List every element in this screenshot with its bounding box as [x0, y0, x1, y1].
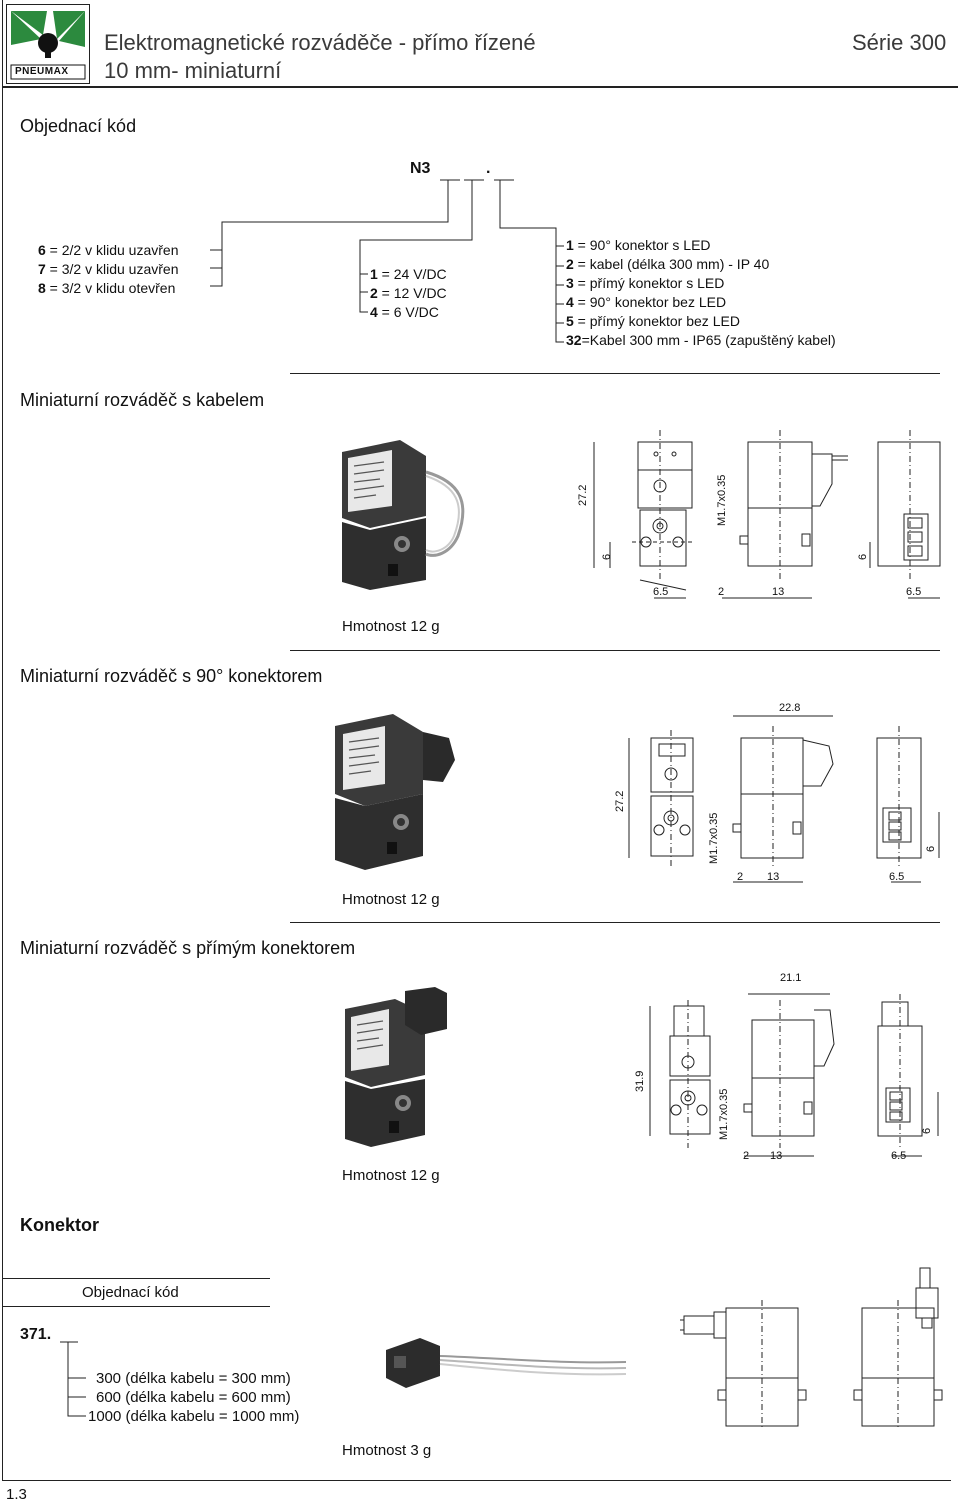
- dim-6-5: 6.5: [653, 586, 669, 598]
- dim-height: 27.2: [577, 484, 589, 506]
- dim-height: 27.2: [614, 790, 626, 812]
- connector-code: 371.: [20, 1326, 52, 1343]
- weight-cable: Hmotnost 12 g: [342, 618, 440, 635]
- logo-text: PNEUMAX: [15, 66, 69, 77]
- order-heading: Objednací kód: [20, 116, 137, 136]
- dim-thread: M1.7x0.35: [718, 1088, 730, 1140]
- page-title: Elektromagnetické rozváděče - přímo říze…: [104, 30, 536, 55]
- header-divider: [2, 86, 958, 88]
- valve-photo-cable: [330, 432, 490, 592]
- section-divider: [290, 650, 940, 651]
- connector-options: 1 = 90° konektor s LED 2 = kabel (délka …: [566, 236, 836, 350]
- dim-22-8: 22.8: [779, 702, 801, 714]
- pneumax-logo: PNEUMAX: [6, 4, 90, 84]
- function-options: 6 = 2/2 v klidu uzavřen 7 = 3/2 v klidu …: [38, 241, 178, 298]
- connector-option: 3 = přímý konektor s LED: [566, 275, 725, 291]
- connector-photo: [380, 1320, 630, 1400]
- dim-2: 2: [737, 871, 744, 883]
- drawing-90: [628, 715, 940, 883]
- dim-6: 6: [601, 553, 613, 560]
- page-frame: [2, 0, 951, 1481]
- page-number: 1.3: [6, 1486, 27, 1503]
- series-label: Série 300: [852, 30, 947, 55]
- voltage-option: 2 = 12 V/DC: [370, 285, 447, 301]
- weight-straight: Hmotnost 12 g: [342, 1167, 440, 1184]
- function-option: 7 = 3/2 v klidu uzavřen: [38, 261, 179, 277]
- valve-photo-90: [325, 710, 465, 880]
- cable-length-option: 600 (délka kabelu = 600 mm): [96, 1389, 291, 1406]
- cable-length-option: 300 (délka kabelu = 300 mm): [96, 1370, 291, 1387]
- section-divider: [290, 373, 940, 374]
- dim-6-5: 6.5: [891, 1150, 907, 1162]
- drawing-straight: [649, 993, 939, 1157]
- dim-6b: 6: [857, 553, 869, 560]
- dim-thread: M1.7x0.35: [716, 474, 728, 526]
- cable-length-options: 300 (délka kabelu = 300 mm) 600 (délka k…: [88, 1369, 299, 1426]
- dim-6-5: 6.5: [889, 871, 905, 883]
- cable-length-option: 1000 (délka kabelu = 1000 mm): [88, 1408, 300, 1425]
- order-code-dot: .: [486, 160, 491, 177]
- section-heading-90: Miniaturní rozváděč s 90° konektorem: [20, 666, 323, 686]
- page-subtitle: 10 mm- miniaturní: [104, 58, 282, 83]
- weight-90: Hmotnost 12 g: [342, 891, 440, 908]
- dim-6-5b: 6.5: [906, 586, 922, 598]
- connector-option: 5 = přímý konektor bez LED: [566, 313, 740, 329]
- function-option: 6 = 2/2 v klidu uzavřen: [38, 242, 179, 258]
- connector-top-rule: [2, 1278, 270, 1279]
- dim-2: 2: [743, 1150, 750, 1162]
- voltage-option: 4 = 6 V/DC: [370, 304, 439, 320]
- connector-order-rule: [2, 1306, 270, 1307]
- connector-option: 2 = kabel (délka 300 mm) - IP 40: [566, 256, 770, 272]
- dim-height: 31.9: [634, 1070, 646, 1092]
- order-code-connectors: [210, 179, 564, 343]
- function-option: 8 = 3/2 v klidu otevřen: [38, 280, 176, 296]
- connector-heading: Konektor: [20, 1215, 100, 1235]
- connector-code-brackets: [60, 1341, 86, 1417]
- dim-21-1: 21.1: [780, 972, 802, 984]
- voltage-option: 1 = 24 V/DC: [370, 266, 447, 282]
- dim-thread: M1.7x0.35: [708, 812, 720, 864]
- valve-photo-straight: [335, 985, 470, 1155]
- section-heading-cable: Miniaturní rozváděč s kabelem: [20, 390, 265, 410]
- dim-6: 6: [925, 845, 937, 852]
- voltage-options: 1 = 24 V/DC 2 = 12 V/DC 4 = 6 V/DC: [370, 265, 447, 322]
- order-code-prefix: N3: [410, 160, 431, 177]
- connector-option: 32=Kabel 300 mm - IP65 (zapuštěný kabel): [566, 332, 836, 348]
- connector-order-label: Objednací kód: [82, 1284, 179, 1301]
- section-divider: [290, 922, 940, 923]
- dim-2: 2: [718, 586, 725, 598]
- section-heading-straight: Miniaturní rozváděč s přímým konektorem: [20, 938, 356, 958]
- connector-drawing: [680, 1267, 943, 1430]
- dim-13: 13: [770, 1150, 783, 1162]
- dim-13: 13: [767, 871, 780, 883]
- connector-option: 4 = 90° konektor bez LED: [566, 294, 727, 310]
- dim-13: 13: [772, 586, 785, 598]
- connector-weight: Hmotnost 3 g: [342, 1442, 432, 1459]
- dim-6: 6: [921, 1127, 933, 1134]
- drawing-cable: [593, 430, 941, 599]
- connector-option: 1 = 90° konektor s LED: [566, 237, 711, 253]
